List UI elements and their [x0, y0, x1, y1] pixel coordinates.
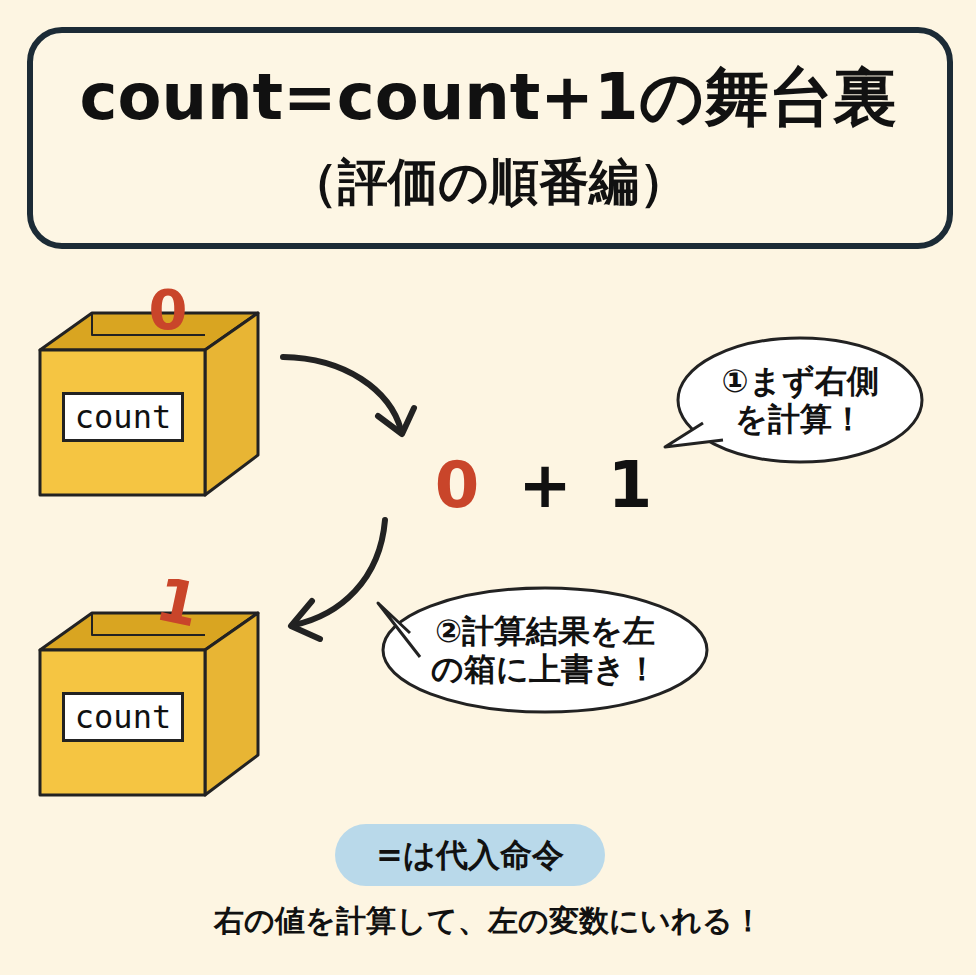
box-illustration: [40, 613, 258, 795]
speech-bubble: ①まず右側を計算！: [675, 335, 925, 465]
subtitle: （評価の順番編）: [288, 155, 689, 210]
node-text-block: count: [75, 398, 171, 436]
bubble-ellipse: [678, 338, 922, 462]
node-text-block: =は代入命令: [376, 836, 564, 874]
node-text: ②計算結果を左の箱に上書き！: [430, 612, 660, 689]
bubble-tail-fill: [378, 603, 420, 657]
title-text: count=count+1の舞台裏: [79, 62, 896, 132]
bubble-tail: [378, 603, 420, 657]
variable-label: count: [62, 692, 184, 742]
flow-arrow: [283, 357, 414, 434]
speech-bubble: ②計算結果を左の箱に上書き！: [380, 585, 710, 715]
expression-operator: +: [518, 450, 572, 520]
caption: 右の値を計算して、左の変数にいれる！: [214, 904, 763, 937]
node-text: count: [75, 398, 171, 436]
node-text-block: ①まず右側を計算！: [717, 362, 883, 439]
expression-operand: 1: [608, 450, 653, 520]
expression-operand: 0: [435, 450, 480, 520]
node-text: =は代入命令: [376, 836, 564, 874]
bubble-tail: [665, 423, 723, 447]
variable-label: count: [62, 392, 184, 442]
node-text-block: count: [75, 698, 171, 736]
title-frame: [30, 30, 950, 246]
node-text: count: [75, 698, 171, 736]
node-text: ①まず右側を計算！: [717, 362, 883, 439]
info-pill: =は代入命令: [335, 824, 605, 886]
node-text-block: ②計算結果を左の箱に上書き！: [430, 612, 660, 689]
value-digit: 0: [149, 279, 188, 341]
flow-arrow: [291, 520, 385, 639]
bubble-ellipse: [383, 588, 707, 712]
bubble-tail-fill: [665, 423, 723, 447]
